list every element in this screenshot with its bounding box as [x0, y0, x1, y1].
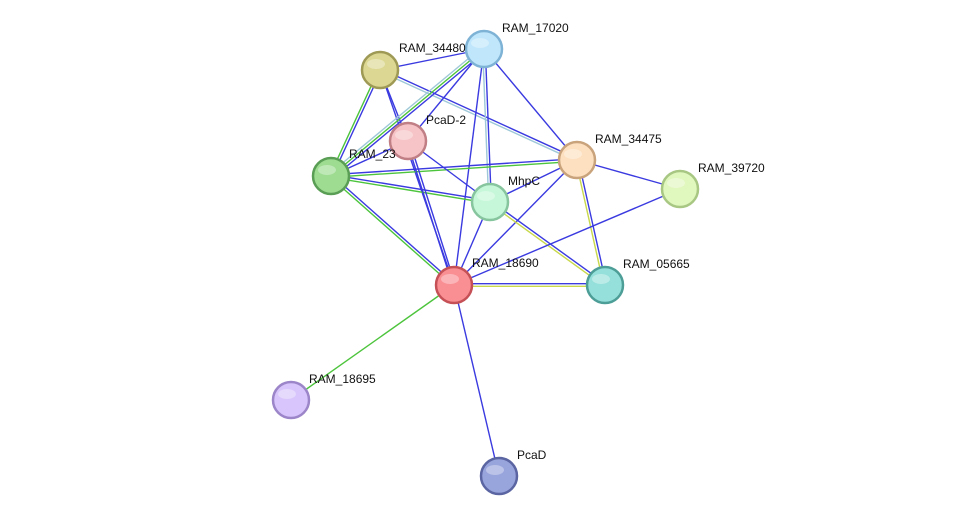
edge-RAM_34475-RAM_05665 — [575, 159, 607, 286]
edge-line — [577, 159, 607, 285]
node-highlight — [486, 465, 504, 475]
node-circle[interactable] — [464, 29, 504, 69]
node-label: RAM_39720 — [698, 161, 765, 175]
edge-RAM_17020-MhpC — [482, 48, 492, 203]
node-RAM_34475[interactable]: RAM_34475 — [557, 132, 662, 180]
edge-line — [380, 68, 578, 160]
node-highlight — [564, 149, 582, 159]
node-RAM_18690[interactable]: RAM_18690 — [434, 256, 539, 305]
node-label: RAM_34475 — [595, 132, 662, 146]
node-PcaD[interactable]: PcaD — [479, 448, 547, 496]
node-RAM_05665[interactable]: RAM_05665 — [585, 257, 690, 305]
edge-line — [330, 176, 490, 204]
edge-line — [329, 69, 380, 176]
node-label: RAM_18695 — [309, 372, 376, 386]
edge-line — [453, 48, 485, 286]
edge-line — [332, 50, 487, 179]
node-label: PcaD — [517, 448, 547, 462]
edge-PcaD-2-RAM_18690 — [406, 140, 456, 286]
edge-line — [575, 160, 605, 286]
edge-line — [290, 284, 455, 401]
node-circle[interactable] — [434, 265, 474, 305]
node-label: RAM_23 — [349, 147, 396, 161]
node-highlight — [278, 389, 296, 399]
edge-line — [331, 174, 456, 285]
node-MhpC[interactable]: MhpC — [470, 174, 540, 222]
edge-line — [329, 176, 454, 287]
node-label: RAM_34480 — [399, 41, 466, 55]
node-highlight — [318, 165, 336, 175]
node-highlight — [441, 274, 459, 284]
node-circle[interactable] — [388, 121, 428, 161]
node-highlight — [477, 191, 495, 201]
edge-MhpC-RAM_05665 — [488, 200, 607, 287]
node-RAM_34480[interactable]: RAM_34480 — [360, 41, 466, 90]
edge-line — [484, 48, 492, 202]
edge-RAM_23-RAM_34475 — [330, 158, 578, 178]
edge-line — [453, 188, 681, 286]
node-circle[interactable] — [585, 265, 625, 305]
node-highlight — [667, 178, 685, 188]
edge-line — [482, 49, 490, 203]
edge-line — [331, 70, 382, 177]
node-RAM_17020[interactable]: RAM_17020 — [464, 21, 569, 69]
node-RAM_23[interactable]: RAM_23 — [311, 147, 396, 196]
node-label: MhpC — [508, 174, 540, 188]
node-PcaD-2[interactable]: PcaD-2 — [388, 113, 466, 161]
node-circle[interactable] — [660, 169, 700, 209]
node-highlight — [471, 38, 489, 48]
node-circle[interactable] — [479, 456, 519, 496]
node-circle[interactable] — [360, 50, 400, 90]
edge-RAM_18690-RAM_05665 — [454, 283, 605, 287]
edge-line — [328, 46, 483, 175]
edge-RAM_17020-RAM_23 — [328, 46, 487, 179]
node-highlight — [367, 59, 385, 69]
edge-line — [408, 140, 456, 285]
edge-line — [330, 48, 485, 177]
node-RAM_39720[interactable]: RAM_39720 — [660, 161, 765, 209]
edge-RAM_17020-RAM_34475 — [483, 48, 578, 161]
node-circle[interactable] — [557, 140, 597, 180]
edge-line — [406, 141, 454, 286]
node-circle[interactable] — [271, 380, 311, 420]
edge-line — [488, 202, 605, 287]
node-label: RAM_05665 — [623, 257, 690, 271]
node-highlight — [395, 130, 413, 140]
node-label: RAM_17020 — [502, 21, 569, 35]
edge-RAM_17020-RAM_18690 — [453, 48, 485, 286]
node-circle[interactable] — [470, 182, 510, 222]
edge-RAM_34480-RAM_34475 — [379, 68, 578, 162]
edge-RAM_39720-RAM_18690 — [453, 188, 681, 286]
edge-RAM_18690-RAM_18695 — [290, 284, 455, 401]
edge-line — [379, 70, 577, 162]
edge-line — [331, 174, 491, 202]
edge-line — [330, 158, 577, 176]
node-highlight — [592, 274, 610, 284]
node-RAM_18695[interactable]: RAM_18695 — [271, 372, 376, 420]
edge-line — [331, 160, 578, 178]
edge-line — [453, 284, 500, 477]
node-circle[interactable] — [311, 156, 351, 196]
edge-RAM_17020-PcaD-2 — [407, 48, 485, 142]
node-label: PcaD-2 — [426, 113, 466, 127]
edge-RAM_34480-RAM_23 — [329, 69, 382, 177]
edge-line — [483, 48, 578, 161]
edge-RAM_18690-PcaD — [453, 284, 500, 477]
edge-line — [490, 200, 607, 285]
edge-RAM_23-MhpC — [330, 174, 491, 204]
edge-line — [407, 48, 485, 142]
node-label: RAM_18690 — [472, 256, 539, 270]
edge-RAM_23-RAM_18690 — [329, 174, 456, 287]
